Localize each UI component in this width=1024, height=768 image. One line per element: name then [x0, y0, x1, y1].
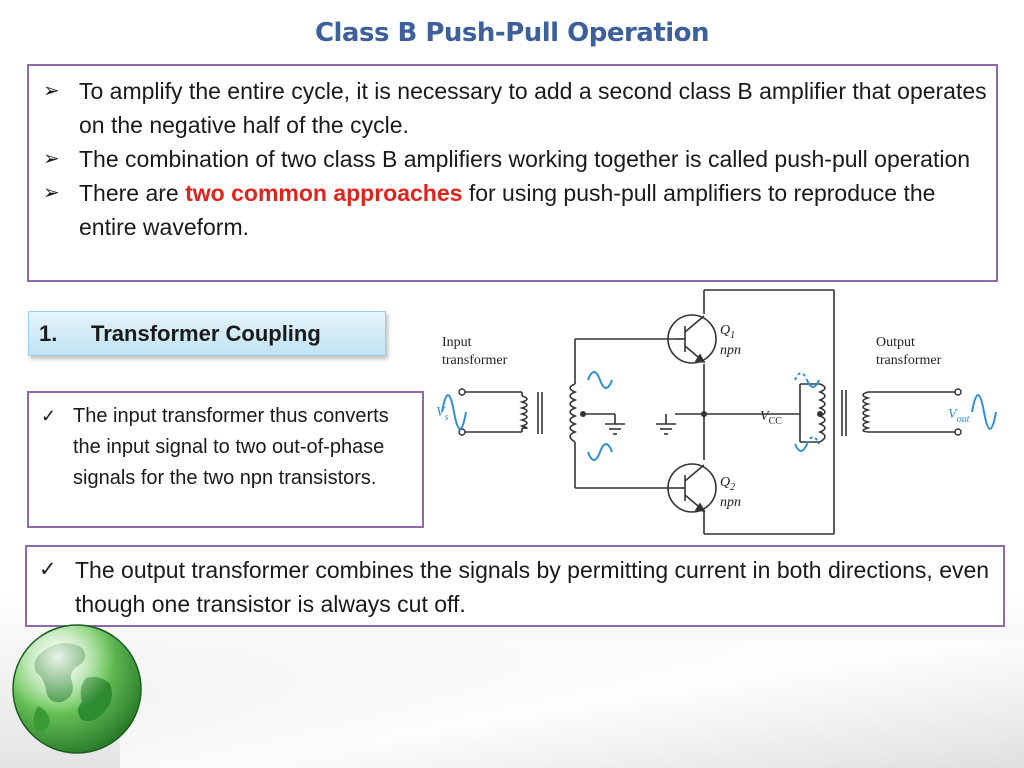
intro-bullet: ➢ There are two common approaches for us… [39, 176, 988, 244]
svg-text:Vout: Vout [948, 407, 970, 425]
checkmark-icon: ✓ [41, 406, 57, 426]
section-heading: 1. Transformer Coupling [28, 311, 386, 356]
transistor-q2-icon [667, 463, 717, 513]
output-transformer-note: ✓ The output transformer combines the si… [25, 545, 1005, 627]
arrow-bullet-icon: ➢ [43, 148, 60, 170]
background-swoosh [120, 640, 1024, 768]
intro-bullet: ➢ The combination of two class B amplifi… [39, 142, 988, 176]
output-transformer-label-1: Output [876, 335, 915, 350]
section-number: 1. [39, 321, 58, 346]
q2-subscript: 2 [730, 482, 735, 493]
note-input-text: The input transformer thus converts the … [73, 405, 389, 489]
q1-subscript: 1 [730, 330, 735, 341]
vout-label: V [948, 407, 958, 422]
intro-bullet-text-before: There are [79, 180, 186, 206]
svg-text:Q1: Q1 [720, 323, 735, 341]
q1-type: npn [720, 343, 741, 358]
arrow-bullet-icon: ➢ [43, 182, 60, 204]
vs-subscript: s [445, 412, 449, 423]
intro-bullet-list: ➢ To amplify the entire cycle, it is nec… [29, 66, 996, 244]
q2-name: Q [720, 475, 730, 490]
vcc-subscript: CC [769, 416, 783, 427]
vs-label: V [436, 405, 446, 420]
intro-bullet: ➢ To amplify the entire cycle, it is nec… [39, 74, 988, 142]
sine-wave-icon [441, 371, 997, 461]
svg-text:Q2: Q2 [720, 475, 735, 493]
input-transformer-note: ✓ The input transformer thus converts th… [27, 391, 424, 528]
note-item: ✓ The output transformer combines the si… [39, 553, 995, 621]
checkmark-icon: ✓ [39, 558, 57, 581]
ground-icon [605, 414, 676, 435]
intro-bullet-text-after: for using push-pull amplifiers to reprod… [79, 180, 936, 240]
q1-name: Q [720, 323, 730, 338]
section-label: Transformer Coupling [91, 321, 321, 346]
svg-text:VCC: VCC [760, 409, 782, 427]
input-transformer-icon [519, 383, 578, 443]
q2-type: npn [720, 495, 741, 510]
slide-title: Class B Push-Pull Operation [314, 18, 710, 48]
transistor-q1-icon [667, 314, 717, 364]
input-transformer-label-1: Input [442, 335, 472, 350]
output-transformer-icon [817, 383, 871, 443]
note-output-text: The output transformer combines the sign… [75, 557, 990, 617]
vcc-label: V [760, 409, 770, 424]
intro-bullet-text: To amplify the entire cycle, it is neces… [79, 78, 987, 138]
highlighted-phrase: two common approaches [185, 180, 463, 206]
arrow-bullet-icon: ➢ [43, 80, 60, 102]
input-transformer-label-2: transformer [442, 353, 508, 368]
globe-logo [12, 624, 142, 754]
vout-subscript: out [957, 414, 970, 425]
push-pull-circuit-diagram: Input transformer Output transformer Q1 … [436, 289, 997, 535]
svg-text:Vs: Vs [436, 405, 449, 423]
output-transformer-label-2: transformer [876, 353, 942, 368]
intro-box: ➢ To amplify the entire cycle, it is nec… [27, 64, 998, 282]
intro-bullet-text: The combination of two class B amplifier… [79, 146, 971, 172]
note-item: ✓ The input transformer thus converts th… [41, 401, 414, 494]
